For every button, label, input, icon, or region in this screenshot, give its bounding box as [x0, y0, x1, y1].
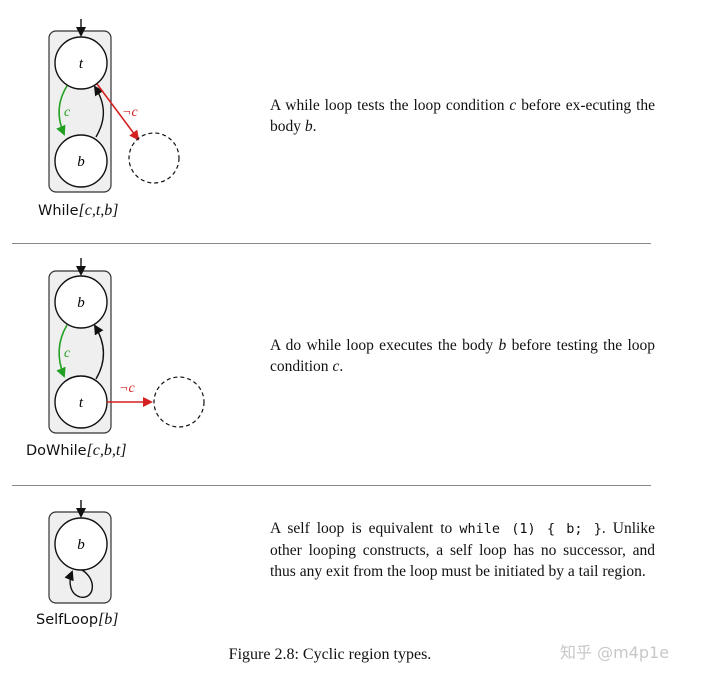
selfloop-diagram: b: [48, 500, 112, 604]
while-node-top-label: t: [79, 56, 84, 72]
selfloop-node: [54, 517, 108, 571]
dowhile-label-args: [c,b,t]: [86, 442, 127, 459]
while-node-top: [54, 36, 108, 90]
while-true-edge: [56, 85, 68, 136]
while-diagram: t b c ¬c: [48, 19, 180, 193]
watermark: 知乎 @m4p1e: [560, 643, 670, 662]
selfloop-back-edge: [64, 569, 93, 598]
dowhile-true-edge: [56, 324, 68, 378]
while-label: While[c,t,b]: [38, 202, 119, 220]
while-true-label: c: [64, 105, 71, 120]
dowhile-diagram: b t c ¬c: [48, 258, 205, 434]
selfloop-label-name: SelfLoop: [36, 612, 99, 628]
while-node-bottom-label: b: [77, 154, 85, 170]
dowhile-exit-node: [153, 376, 205, 428]
dowhile-node-top: [54, 275, 108, 329]
figure-caption: Figure 2.8: Cyclic region types.: [228, 646, 432, 663]
while-node-bottom: [54, 134, 108, 188]
selfloop-description: A self loop is equivalent to while (1) {…: [270, 520, 655, 580]
dowhile-label: DoWhile[c,b,t]: [26, 442, 127, 460]
dowhile-node-bottom-label: t: [79, 395, 84, 411]
section-divider-2: [12, 485, 651, 486]
selfloop-label-args: [b]: [98, 611, 119, 628]
dowhile-false-label: ¬c: [119, 381, 135, 396]
dowhile-back-edge: [93, 324, 105, 380]
dowhile-node-top-label: b: [77, 295, 85, 311]
while-back-edge: [93, 85, 105, 138]
while-label-name: While: [38, 203, 79, 219]
while-description: A while loop tests the loop condition c …: [270, 97, 655, 135]
while-false-label: ¬c: [122, 105, 138, 120]
section-divider-1: [12, 243, 651, 244]
selfloop-label: SelfLoop[b]: [36, 611, 118, 629]
while-exit-node: [128, 132, 180, 184]
selfloop-node-label: b: [77, 537, 85, 553]
dowhile-true-label: c: [64, 346, 71, 361]
dowhile-label-name: DoWhile: [26, 443, 87, 459]
dowhile-description: A do while loop executes the body b befo…: [270, 337, 656, 375]
while-label-args: [c,t,b]: [78, 202, 119, 219]
while-false-edge: [96, 83, 140, 141]
